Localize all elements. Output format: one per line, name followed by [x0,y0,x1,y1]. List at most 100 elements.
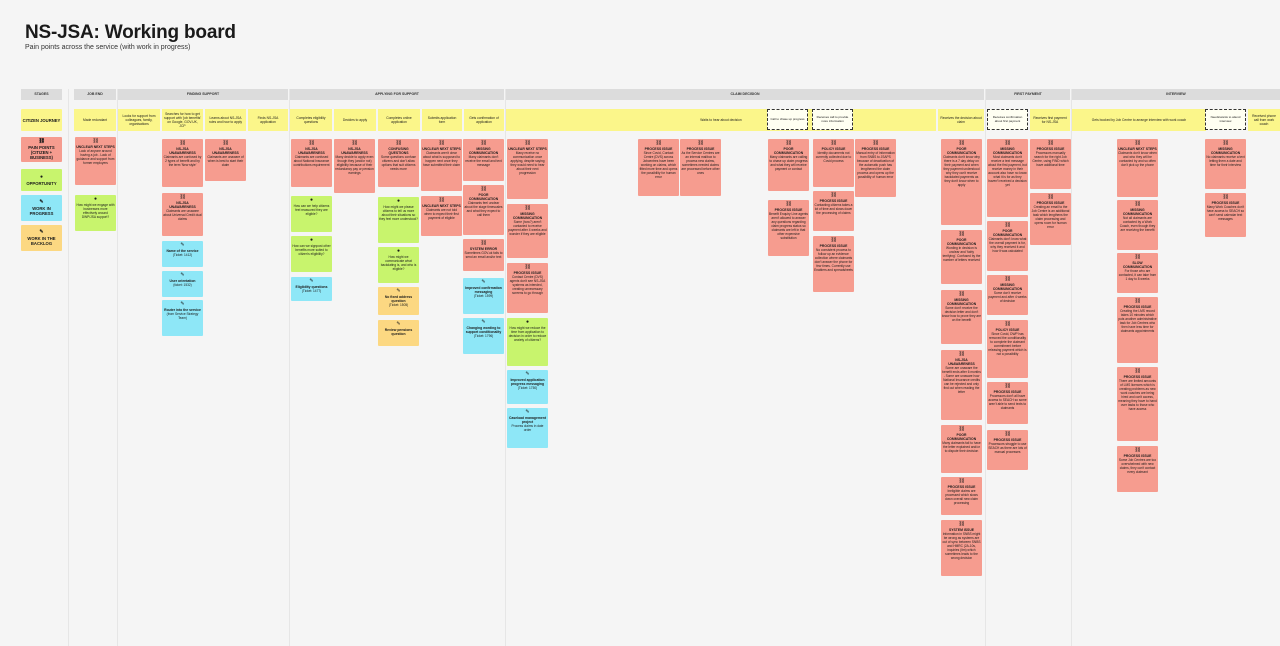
pencil-icon: ✎ [180,301,185,307]
broken-link-icon: ⛓ [830,140,837,146]
journey-step-optional: Needs/wants to attend interview [1205,109,1246,130]
broken-link-icon: ⛓ [1004,140,1011,146]
broken-link-icon: ⛓ [958,231,965,237]
journey-step: Looks for support from colleagues, famil… [118,109,160,131]
stage-header: FIRST PAYMENT [986,89,1070,100]
legend-label: CITIZEN JOURNEY [22,117,61,123]
legend-work-in-backlog: ✎WORK IN THE BACKLOG [21,225,62,251]
legend-work-in-progress: ✎WORK IN PROGRESS [21,195,62,221]
column-divider [1071,89,1072,646]
opportunity-note: ●How might we please citizens to tell us… [378,197,419,243]
broken-link-icon: ⛓ [655,140,662,146]
pencil-icon: ✎ [180,272,185,278]
opportunity-note: ●How might we engage with businesses mor… [75,195,116,231]
journey-step: Completes eligibility questions [290,109,332,131]
broken-link-icon: ⛓ [958,291,965,297]
lightbulb-icon: ● [396,248,401,254]
stage-header: FINDING SUPPORT [118,89,288,100]
page-title: NS-JSA: Working board [25,22,236,43]
broken-link-icon: ⛓ [308,140,315,146]
stage-header: APPLYING FOR SUPPORT [290,89,504,100]
legend-opportunity: ●OPPORTUNITY [21,169,62,191]
broken-link-icon: ⛓ [1134,254,1141,260]
work-in-progress-note: ✎Improved confirmation messaging(Ticket:… [463,278,504,314]
journey-step: Made redundant [74,109,116,131]
broken-link-icon: ⛓ [222,140,229,146]
broken-link-icon: ⛓ [438,140,445,146]
legend-label: OPPORTUNITY [26,180,57,186]
broken-link-icon: ⛓ [524,264,531,270]
broken-link-icon: ⛓ [785,140,792,146]
stage-header: JOB END [74,89,116,100]
lightbulb-icon: ● [39,173,44,180]
broken-link-icon: ⛓ [351,140,358,146]
pencil-icon: ✎ [39,229,44,235]
broken-link-icon: ⛓ [1134,298,1141,304]
broken-link-icon: ⛓ [1134,201,1141,207]
backlog-note: ✎No fixed address question(Ticket: 1505) [378,287,419,315]
broken-link-icon: ⛓ [1004,276,1011,282]
opportunity-note: ●How can we help citizens feel reassured… [291,196,332,232]
stage-header: STAGES [21,89,62,100]
column-divider [289,89,290,646]
broken-link-icon: ⛓ [958,426,965,432]
legend-citizen-journey: CITIZEN JOURNEY [21,109,62,131]
broken-link-icon: ⛓ [958,521,965,527]
broken-link-icon: ⛓ [872,140,879,146]
journey-step: Finds NS-JSA application [248,109,288,131]
legend-label: PAIN POINTS (CITIZEN + BUSINESS) [28,145,55,160]
journey-step: Gets confirmation of application [464,109,504,131]
broken-link-icon: ⛓ [395,140,402,146]
journey-step: Waits to hear about decision [506,109,936,131]
stage-header: CLAIM DECISION [506,89,984,100]
stage-header: INTERVIEW [1072,89,1280,100]
pencil-icon: ✎ [396,321,401,327]
broken-link-icon: ⛓ [1134,140,1141,146]
opportunity-note: ●How might we communicate what backdatin… [378,247,419,283]
journey-step: Submits application form [422,109,462,131]
broken-link-icon: ⛓ [958,140,965,146]
lightbulb-icon: ● [396,198,401,204]
work-in-progress-note: ✎Router into the service(from Service St… [162,300,203,336]
journey-step: Received phone call from work coach [1248,109,1280,131]
journey-step: Learns about NS-JSA rules and how to app… [205,109,246,131]
broken-link-icon: ⛓ [958,351,965,357]
legend-pain-points: ⛓PAIN POINTS (CITIZEN + BUSINESS) [21,137,62,162]
lightbulb-icon: ● [309,197,314,203]
legend-label: WORK IN THE BACKLOG [27,236,56,246]
broken-link-icon: ⛓ [1004,383,1011,389]
broken-link-icon: ⛓ [480,140,487,146]
broken-link-icon: ⛓ [1004,222,1011,228]
pencil-icon: ✎ [180,242,185,248]
journey-step: Completes online application [378,109,420,131]
lightbulb-icon: ● [309,237,314,243]
broken-link-icon: ⛓ [1222,194,1229,200]
